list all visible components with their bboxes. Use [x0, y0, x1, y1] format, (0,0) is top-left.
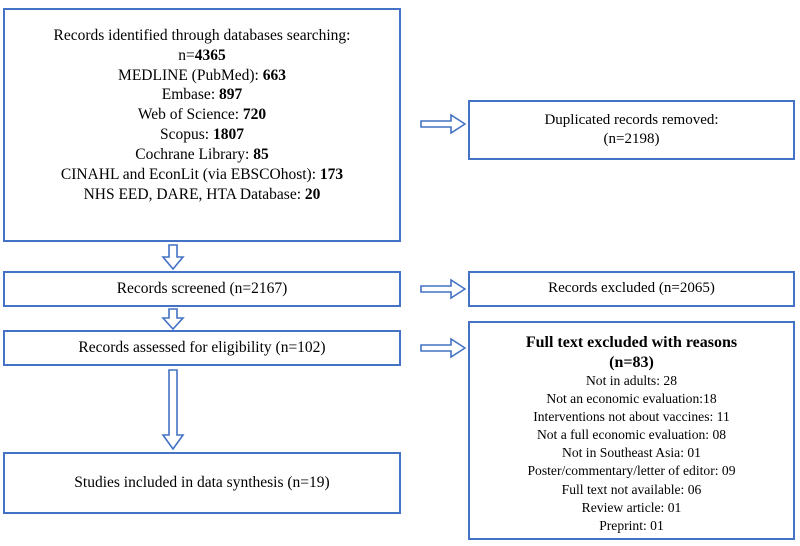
arrow-right-icon-to-full-text-excluded: [420, 337, 466, 359]
arrow-right-icon-to-duplicates: [420, 113, 466, 135]
identification-line-cinahl: CINAHL and EconLit (via EBSCOhost): 173: [61, 165, 343, 185]
identification-line-scopus: Scopus: 1807: [160, 125, 244, 145]
box-full-text-excluded-with-reasons: Full text excluded with reasons (n=83) N…: [468, 321, 795, 540]
identification-label-total: n=: [178, 46, 195, 64]
identification-label-embase: Embase:: [161, 86, 219, 104]
arrow-right-icon-to-records-excluded: [420, 278, 466, 300]
box-records-assessed-for-eligibility: Records assessed for eligibility (n=102): [3, 330, 401, 366]
duplicates-line-1: Duplicated records removed:: [544, 111, 719, 128]
identification-value-total: 4365: [194, 46, 226, 64]
identification-value-medline: 663: [262, 66, 286, 84]
fulltext-reason-1: Not an economic evaluation:18: [546, 391, 717, 407]
identification-value-cochrane: 85: [253, 145, 269, 163]
identification-line-wos: Web of Science: 720: [138, 105, 266, 125]
records-excluded-text: Records excluded (n=2065): [548, 280, 715, 297]
fulltext-heading-line-2: (n=83): [609, 353, 654, 371]
included-text: Studies included in data synthesis (n=19…: [74, 474, 330, 492]
identification-value-embase: 897: [219, 86, 243, 104]
identification-line-0: Records identified through databases sea…: [53, 27, 351, 44]
arrow-down-icon-to-eligibility: [160, 308, 186, 330]
box-records-identified: Records identified through databases sea…: [3, 8, 401, 242]
identification-label-nhs: NHS EED, DARE, HTA Database:: [83, 185, 305, 203]
identification-label-wos: Web of Science:: [137, 106, 243, 124]
fulltext-reason-2: Interventions not about vaccines: 11: [533, 409, 730, 425]
fulltext-reason-3: Not a full economic evaluation: 08: [536, 427, 727, 443]
identification-line-cochrane: Cochrane Library: 85: [135, 145, 268, 165]
identification-line-nhs: NHS EED, DARE, HTA Database: 20: [84, 185, 321, 205]
identification-label-medline: MEDLINE (PubMed):: [118, 66, 263, 84]
fulltext-reason-8: Preprint: 01: [599, 517, 664, 533]
duplicates-line-2: (n=2198): [603, 131, 660, 147]
arrow-down-long-icon-to-included: [160, 369, 186, 450]
identification-value-wos: 720: [242, 106, 267, 124]
box-duplicated-records-removed: Duplicated records removed: (n=2198): [468, 100, 795, 160]
fulltext-reason-7: Review article: 01: [581, 499, 682, 515]
identification-label-scopus: Scopus:: [160, 126, 213, 144]
identification-line-embase: Embase: 897: [162, 85, 243, 105]
fulltext-reason-4: Not in Southeast Asia: 01: [562, 445, 701, 461]
fulltext-heading-line-1: Full text excluded with reasons: [525, 334, 738, 351]
identification-value-cinahl: 173: [319, 165, 344, 183]
identification-line-medline: MEDLINE (PubMed): 663: [118, 66, 286, 86]
records-screened-text: Records screened (n=2167): [116, 280, 288, 298]
identification-line-total: n=4365: [178, 46, 226, 66]
identification-label-cochrane: Cochrane Library:: [135, 145, 254, 163]
identification-value-nhs: 20: [304, 185, 321, 203]
fulltext-reason-5: Poster/commentary/letter of editor: 09: [527, 463, 736, 479]
box-studies-included-in-data-synthesis: Studies included in data synthesis (n=19…: [3, 452, 401, 514]
box-records-screened: Records screened (n=2167): [3, 271, 401, 307]
identification-label-cinahl: CINAHL and EconLit (via EBSCOhost):: [60, 165, 320, 183]
fulltext-reason-6: Full text not available: 06: [561, 481, 702, 497]
eligibility-text: Records assessed for eligibility (n=102): [78, 339, 326, 357]
fulltext-reason-0: Not in adults: 28: [585, 373, 677, 389]
box-records-excluded: Records excluded (n=2065): [468, 271, 795, 307]
identification-value-scopus: 1807: [212, 126, 244, 144]
arrow-down-icon-to-screened: [160, 244, 186, 270]
